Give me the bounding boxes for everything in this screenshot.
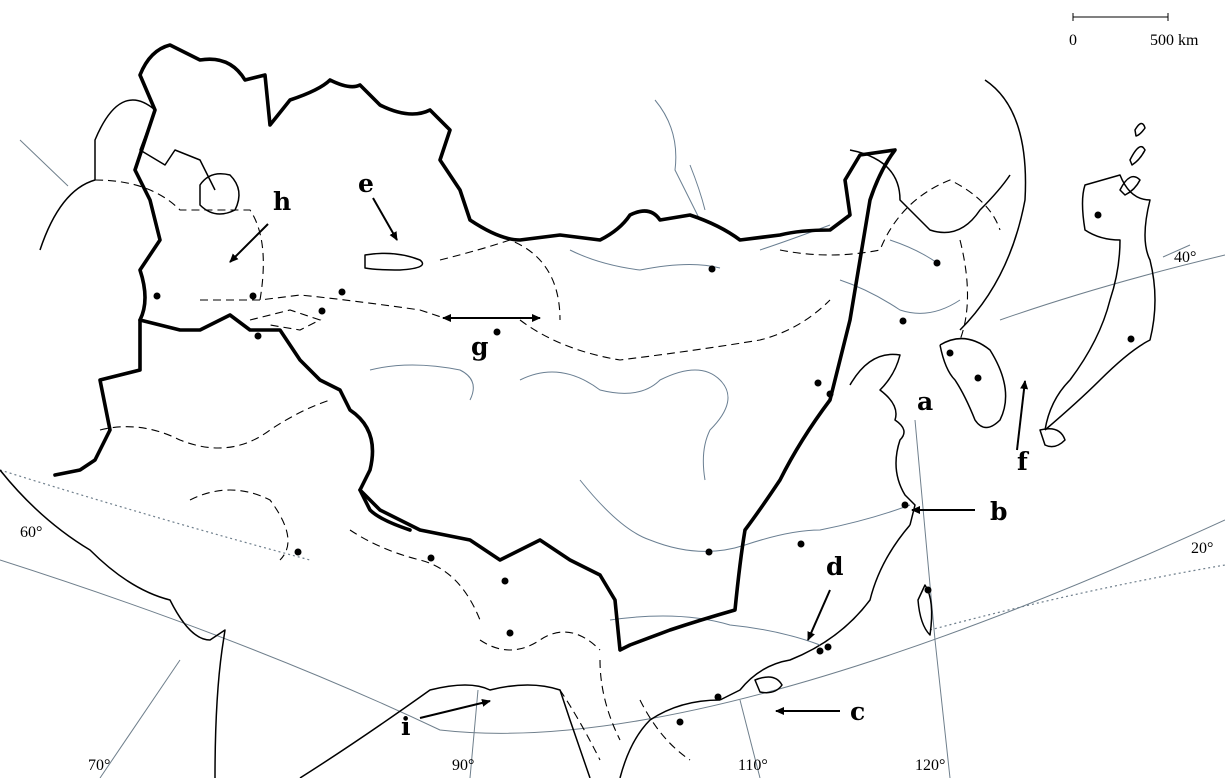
city-dot: [899, 317, 907, 325]
city-dot: [708, 265, 716, 273]
city-dot: [493, 328, 501, 336]
city-dot: [933, 259, 941, 267]
city-dot: [826, 390, 834, 398]
parallel-20: 20°: [1191, 540, 1213, 557]
city-dot: [338, 288, 346, 296]
city-dot: [901, 501, 909, 509]
label-h: h: [273, 187, 291, 216]
arrow-f: [1016, 380, 1029, 451]
city-dot: [506, 629, 514, 637]
city-dot: [294, 548, 302, 556]
city-dot: [924, 586, 932, 594]
city-dot: [816, 647, 824, 655]
arrow-e: [372, 197, 398, 241]
coastline: [0, 79, 1156, 778]
parallel-60: 60°: [20, 524, 42, 541]
city-dot: [974, 374, 982, 382]
city-dot: [1094, 211, 1102, 219]
label-f: f: [1017, 447, 1030, 476]
label-b: b: [990, 497, 1007, 526]
meridian-110: 110°: [738, 757, 768, 774]
city-dot: [714, 693, 722, 701]
scale-end: 500 km: [1150, 32, 1199, 49]
label-arrows: [229, 197, 1029, 719]
internal-borders: [94, 179, 1001, 761]
label-g: g: [471, 332, 488, 361]
city-dot: [249, 292, 257, 300]
city-dot: [427, 554, 435, 562]
label-a: a: [917, 387, 933, 416]
scale-bar: 0 500 km: [1069, 13, 1199, 49]
city-dot: [501, 577, 509, 585]
city-dot: [676, 718, 684, 726]
city-dot: [814, 379, 822, 387]
letter-labels: a b c d e f g h i: [273, 169, 1030, 741]
parallel-40: 40°: [1174, 249, 1196, 266]
city-dot: [946, 349, 954, 357]
region-border: [53, 43, 897, 652]
graticule: [0, 139, 1225, 778]
degree-labels: 70° 90° 110° 120° 20° 40° 60°: [20, 249, 1213, 774]
label-e: e: [358, 169, 374, 198]
city-dot: [705, 548, 713, 556]
city-dot: [1127, 335, 1135, 343]
label-i: i: [401, 712, 411, 741]
label-d: d: [826, 552, 843, 581]
cities: [153, 211, 1135, 726]
meridian-70: 70°: [88, 757, 110, 774]
arrow-h: [229, 223, 269, 263]
rivers: [364, 99, 961, 646]
city-dot: [824, 643, 832, 651]
meridian-90: 90°: [452, 757, 474, 774]
scale-zero: 0: [1069, 32, 1077, 49]
meridian-120: 120°: [915, 757, 945, 774]
city-dot: [153, 292, 161, 300]
label-c: c: [850, 697, 865, 726]
city-dot: [254, 332, 262, 340]
arrow-i: [419, 699, 491, 719]
arrow-d: [807, 589, 831, 641]
city-dot: [318, 307, 326, 315]
city-dot: [797, 540, 805, 548]
